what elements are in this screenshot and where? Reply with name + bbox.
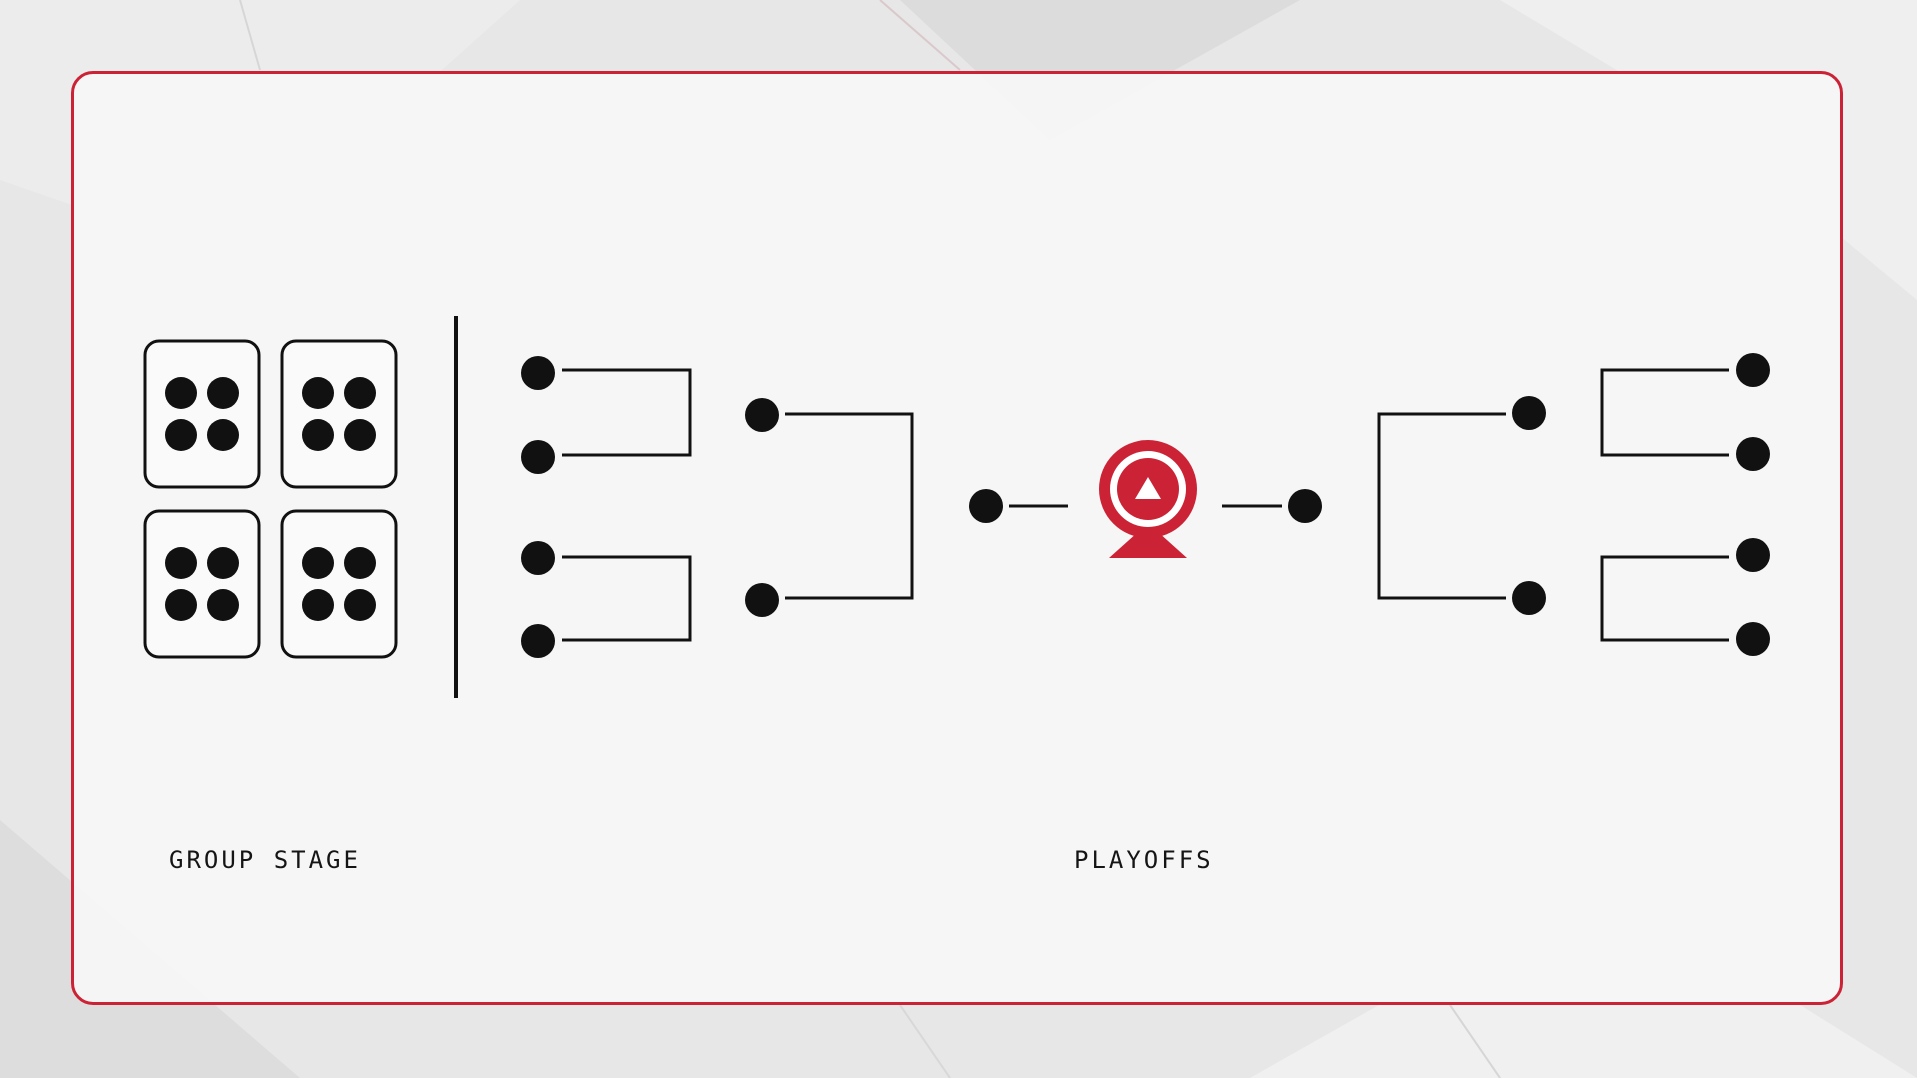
- group-stage-groups: [143, 339, 398, 659]
- bracket-team-dot: [969, 489, 1003, 523]
- bracket-team-dot: [521, 356, 555, 390]
- team-dot: [207, 589, 239, 621]
- team-dot: [302, 547, 334, 579]
- playoff-bracket: [521, 353, 1770, 658]
- group-box-1: [143, 339, 261, 489]
- bracket-team-dot: [1512, 581, 1546, 615]
- team-dot: [207, 377, 239, 409]
- group-box-2: [280, 339, 398, 489]
- team-dot: [344, 547, 376, 579]
- team-dot: [207, 419, 239, 451]
- group-box-4: [280, 509, 398, 659]
- bracket-team-dot: [1736, 622, 1770, 656]
- bracket-team-dot: [521, 624, 555, 658]
- bracket-team-dot: [745, 583, 779, 617]
- group-box-outline: [143, 339, 261, 489]
- bracket-team-dot: [1736, 538, 1770, 572]
- bracket-connector: [785, 412, 914, 600]
- bracket-connector: [1600, 368, 1729, 457]
- team-dot: [165, 589, 197, 621]
- team-dot: [165, 377, 197, 409]
- group-box-3: [143, 509, 261, 659]
- group-box-outline: [280, 509, 398, 659]
- bracket-team-dot: [521, 541, 555, 575]
- team-dot: [165, 419, 197, 451]
- bracket-connector: [1600, 555, 1729, 642]
- team-dot: [165, 547, 197, 579]
- bracket-connector: [562, 555, 692, 642]
- bracket-team-dot: [1288, 489, 1322, 523]
- team-dot: [344, 419, 376, 451]
- bracket-connector: [1377, 412, 1506, 600]
- bracket-team-dot: [521, 440, 555, 474]
- team-dot: [302, 377, 334, 409]
- playoffs-label: PLAYOFFS: [1074, 846, 1214, 874]
- bracket-team-dot: [1736, 437, 1770, 471]
- bracket-connector: [562, 368, 692, 457]
- group-box-outline: [143, 509, 261, 659]
- bracket-team-dot: [745, 398, 779, 432]
- group-stage-label: GROUP STAGE: [169, 846, 361, 874]
- team-dot: [207, 547, 239, 579]
- team-dot: [344, 377, 376, 409]
- bracket-team-dot: [1512, 396, 1546, 430]
- team-dot: [302, 589, 334, 621]
- team-dot: [302, 419, 334, 451]
- bracket-team-dot: [1736, 353, 1770, 387]
- trophy-icon: [1099, 440, 1197, 558]
- team-dot: [344, 589, 376, 621]
- group-box-outline: [280, 339, 398, 489]
